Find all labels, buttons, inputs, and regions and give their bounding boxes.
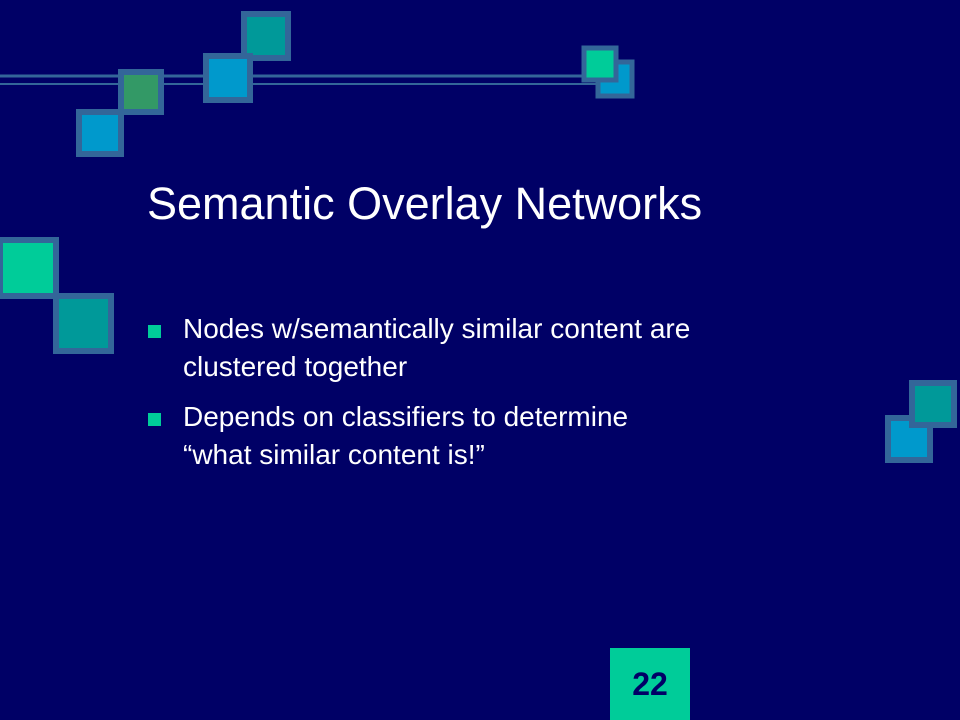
bullet-text-line: “what similar content is!”	[183, 439, 485, 470]
bullet-item: Depends on classifiers to determine “wha…	[148, 398, 868, 474]
bullet-text-line: clustered together	[183, 351, 408, 382]
deco-square	[118, 69, 164, 115]
bullet-list: Nodes w/semantically similar content are…	[148, 310, 868, 486]
deco-square	[581, 45, 619, 83]
bullet-text-line: Nodes w/semantically similar content are	[183, 313, 691, 344]
deco-square	[203, 53, 253, 103]
deco-square	[53, 293, 114, 354]
slide-title: Semantic Overlay Networks	[147, 178, 703, 229]
deco-square	[0, 237, 59, 299]
slide-number: 22	[632, 665, 668, 702]
square-bullet-icon	[148, 325, 161, 338]
bullet-text-line: Depends on classifiers to determine	[183, 401, 629, 432]
square-bullet-icon	[148, 413, 161, 426]
bullet-item: Nodes w/semantically similar content are…	[148, 310, 868, 386]
deco-square	[241, 11, 291, 61]
deco-square	[909, 380, 957, 428]
slide-number-box: 22	[610, 648, 690, 720]
deco-square	[76, 109, 124, 157]
